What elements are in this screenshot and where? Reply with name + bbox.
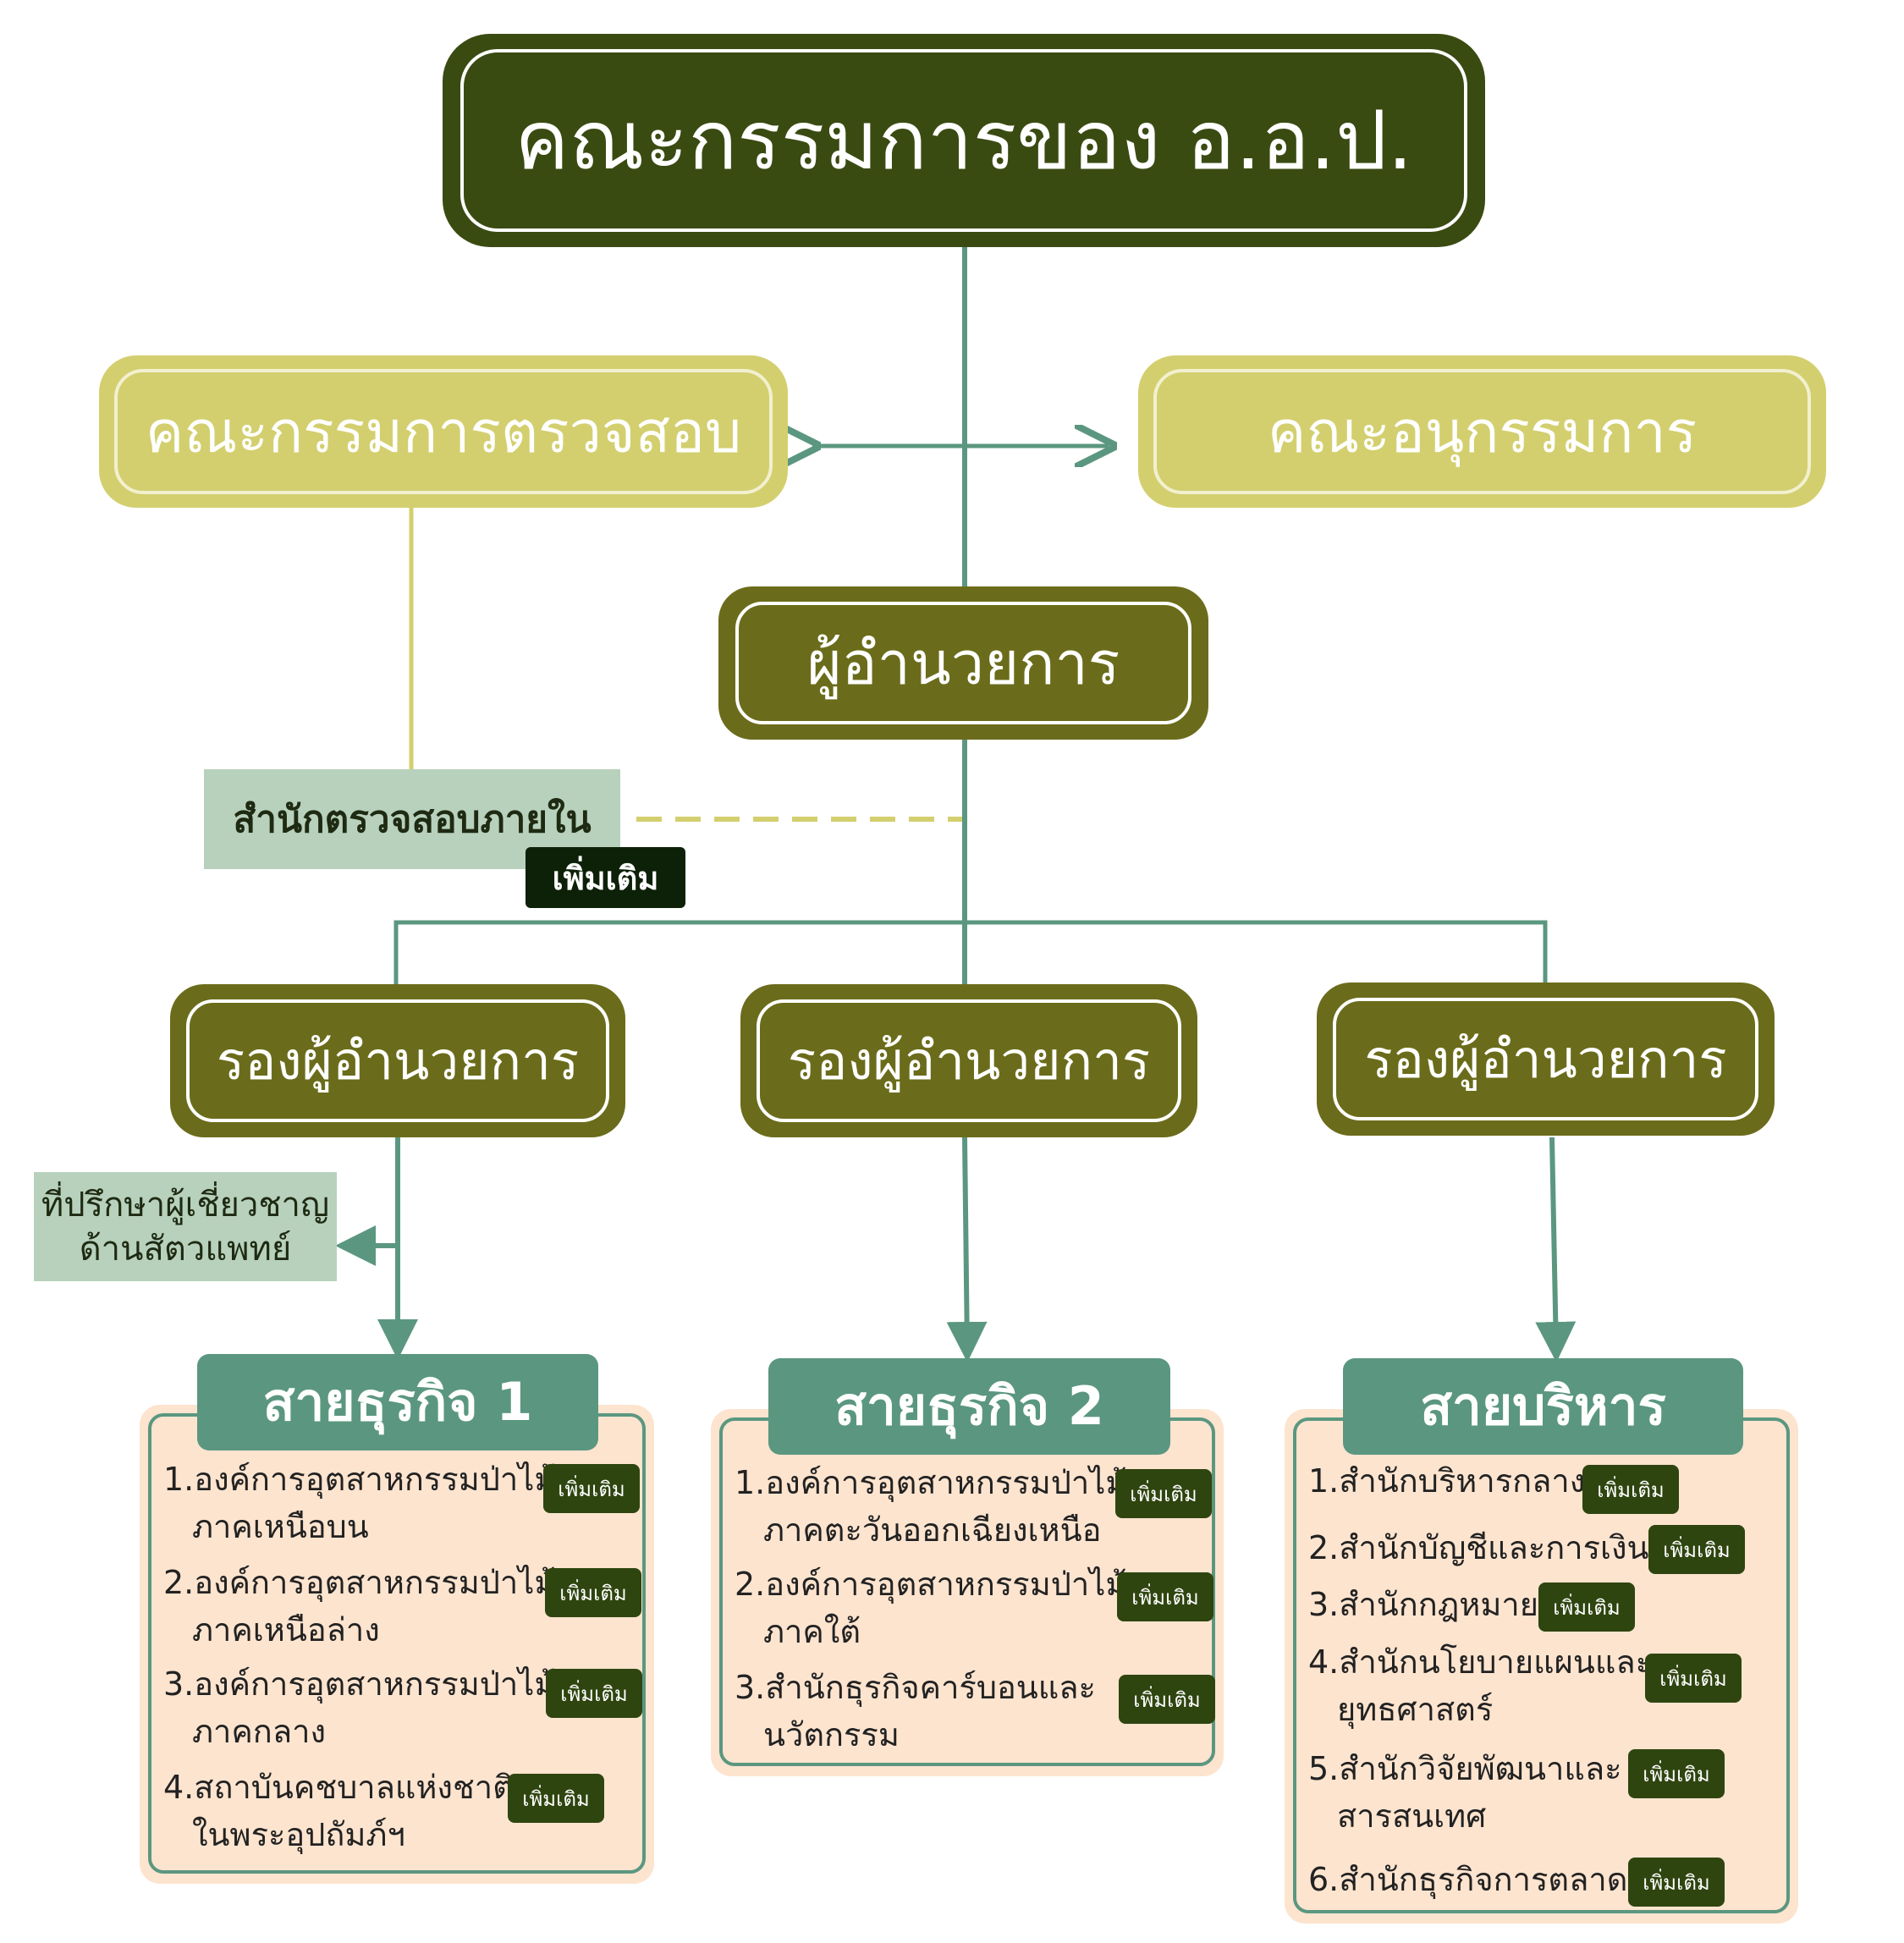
more-button[interactable]: เพิ่มเติม (545, 1568, 641, 1617)
audit-committee-label: คณะกรรมการตรวจสอบ (114, 369, 773, 494)
item-line1: 1.องค์การอุตสาหกรรมป่าไม้ (163, 1461, 556, 1498)
item-line1: 3.องค์การอุตสาหกรรมป่าไม้ (163, 1665, 556, 1703)
list-item: 1.องค์การอุตสาหกรรมป่าไม้ ภาคตะวันออกเฉี… (735, 1459, 1126, 1554)
item-line1: 5.สำนักวิจัยพัฒนาและ (1308, 1750, 1622, 1787)
list-item: 3.สำนักธุรกิจคาร์บอนและ นวัตกรรม (735, 1664, 1096, 1759)
item-line1: 3.สำนักกฎหมาย (1308, 1586, 1538, 1623)
deputy-label-3: รองผู้อำนวยการ (1333, 998, 1758, 1120)
list-item: 1.สำนักบริหารกลาง (1308, 1457, 1585, 1505)
item-line1: 4.สำนักนโยบายแผนและ (1308, 1643, 1654, 1681)
item-line1: 2.องค์การอุตสาหกรรมป่าไม้ (735, 1566, 1127, 1603)
more-button[interactable]: เพิ่มเติม (1582, 1465, 1679, 1514)
arrow-division-2 (946, 1137, 988, 1362)
item-line2: ภาคเหนือบน (192, 1508, 369, 1545)
division-title-1: สายธุรกิจ 1 (262, 1371, 533, 1433)
arrow-division-3 (1535, 1137, 1577, 1362)
vet-advisor-line2: ด้านสัตวแพทย์ (79, 1229, 292, 1269)
list-item: 5.สำนักวิจัยพัฒนาและ สารสนเทศ (1308, 1745, 1622, 1840)
vet-advisor-box: ที่ปรึกษาผู้เชี่ยวชาญ ด้านสัตวแพทย์ (34, 1172, 337, 1281)
board-box: คณะกรรมการของ อ.อ.ป. (443, 34, 1485, 247)
more-button[interactable]: เพิ่มเติม (508, 1774, 604, 1823)
director-box: ผู้อำนวยการ (718, 586, 1208, 740)
more-button[interactable]: เพิ่มเติม (543, 1464, 640, 1513)
item-line2: ภาคกลาง (192, 1713, 326, 1750)
internal-audit-more-button[interactable]: เพิ่มเติม (526, 847, 685, 908)
more-button[interactable]: เพิ่มเติม (1628, 1749, 1725, 1798)
item-line2: สารสนเทศ (1337, 1797, 1487, 1835)
division-tab-3: สายบริหาร (1343, 1358, 1743, 1455)
item-line1: 4.สถาบันคชบาลแห่งชาติ (163, 1769, 514, 1806)
division-tab-2: สายธุรกิจ 2 (768, 1358, 1170, 1455)
list-item: 3.องค์การอุตสาหกรรมป่าไม้ ภาคกลาง (163, 1660, 555, 1755)
subcommittee-box: คณะอนุกรรมการ (1138, 355, 1826, 508)
audit-committee-box: คณะกรรมการตรวจสอบ (99, 355, 788, 508)
list-item: 3.สำนักกฎหมาย (1308, 1581, 1538, 1628)
vet-advisor-line1: ที่ปรึกษาผู้เชี่ยวชาญ (41, 1185, 330, 1225)
subcommittee-label: คณะอนุกรรมการ (1153, 369, 1811, 494)
division-title-3: สายบริหาร (1420, 1375, 1666, 1437)
more-button[interactable]: เพิ่มเติม (1115, 1469, 1212, 1518)
list-item: 4.สำนักนโยบายแผนและ ยุทธศาสตร์ (1308, 1638, 1653, 1733)
division-tab-1: สายธุรกิจ 1 (197, 1354, 598, 1450)
internal-audit-label: สำนักตรวจสอบภายใน (233, 798, 592, 841)
list-item: 1.องค์การอุตสาหกรรมป่าไม้ ภาคเหนือบน (163, 1456, 555, 1550)
list-item: 4.สถาบันคชบาลแห่งชาติ ในพระอุปถัมภ์ฯ (163, 1764, 514, 1858)
item-line2: ในพระอุปถัมภ์ฯ (192, 1816, 405, 1853)
list-item: 6.สำนักธุรกิจการตลาด (1308, 1856, 1627, 1903)
item-line2: นวัตกรรม (763, 1716, 900, 1753)
more-button[interactable]: เพิ่มเติม (1645, 1654, 1742, 1703)
deputy-box-1: รองผู้อำนวยการ (170, 984, 625, 1137)
more-button[interactable]: เพิ่มเติม (1538, 1582, 1635, 1632)
division-title-2: สายธุรกิจ 2 (834, 1375, 1104, 1437)
deputy-box-3: รองผู้อำนวยการ (1317, 983, 1775, 1136)
item-line1: 6.สำนักธุรกิจการตลาด (1308, 1861, 1628, 1898)
list-item: 2.องค์การอุตสาหกรรมป่าไม้ ภาคใต้ (735, 1560, 1126, 1655)
director-label: ผู้อำนวยการ (735, 602, 1191, 724)
board-title: คณะกรรมการของ อ.อ.ป. (460, 49, 1467, 232)
item-line2: ภาคใต้ (763, 1613, 861, 1650)
more-button[interactable]: เพิ่มเติม (1119, 1675, 1215, 1724)
more-button[interactable]: เพิ่มเติม (546, 1669, 642, 1718)
deputy-label-1: รองผู้อำนวยการ (186, 999, 609, 1122)
deputy-box-2: รองผู้อำนวยการ (740, 984, 1197, 1137)
item-line1: 1.องค์การอุตสาหกรรมป่าไม้ (735, 1464, 1127, 1501)
more-button[interactable]: เพิ่มเติม (1648, 1525, 1745, 1574)
list-item: 2.องค์การอุตสาหกรรมป่าไม้ ภาคเหนือล่าง (163, 1559, 555, 1654)
line-deputy-bus (393, 920, 1548, 986)
item-line2: ยุทธศาสตร์ (1337, 1691, 1494, 1728)
item-line2: ภาคเหนือล่าง (192, 1611, 380, 1649)
item-line1: 2.องค์การอุตสาหกรรมป่าไม้ (163, 1564, 556, 1601)
item-line2: ภาคตะวันออกเฉียงเหนือ (763, 1511, 1102, 1549)
more-button[interactable]: เพิ่มเติม (1628, 1858, 1725, 1907)
list-item: 2.สำนักบัญชีและการเงิน (1308, 1524, 1649, 1571)
item-line1: 1.สำนักบริหารกลาง (1308, 1462, 1586, 1500)
more-button[interactable]: เพิ่มเติม (1117, 1572, 1213, 1621)
item-line1: 2.สำนักบัญชีและการเงิน (1308, 1529, 1649, 1566)
item-line1: 3.สำนักธุรกิจคาร์บอนและ (735, 1669, 1096, 1706)
deputy-label-2: รองผู้อำนวยการ (757, 999, 1181, 1122)
